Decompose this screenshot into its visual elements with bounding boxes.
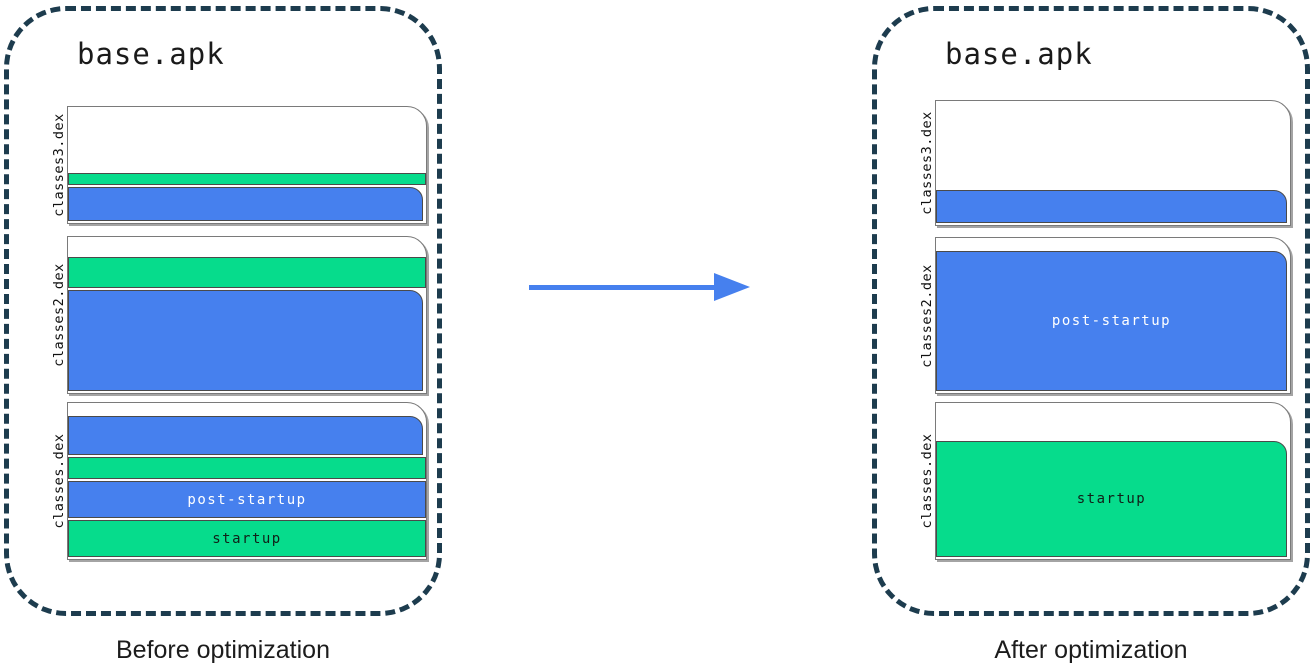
free-space-segment (68, 107, 426, 173)
file-name-label: classes3.dex (51, 113, 67, 217)
free-space-segment (936, 403, 1290, 441)
startup-code-segment (68, 257, 426, 288)
file-name-label: classes.dex (919, 433, 935, 529)
after-caption: After optimization (994, 636, 1188, 664)
file-classes3-dex: classes3.dex (51, 106, 427, 224)
dex-page: startup (935, 402, 1291, 560)
free-space-segment (936, 238, 1290, 251)
free-space-segment (936, 101, 1290, 190)
apk-title: base.apk (77, 37, 225, 71)
optimization-arrow (529, 273, 750, 302)
arrow-line (529, 285, 717, 290)
before-panel: base.apk classes3.dex classes2.dex class… (4, 6, 442, 616)
file-classes2-dex: classes2.dex post-startup (919, 237, 1291, 394)
after-panel: base.apk classes3.dex classes2.dex post-… (872, 6, 1310, 616)
dex-page: post-startup (935, 237, 1291, 394)
arrow-head-icon (714, 273, 750, 301)
file-name-label: classes2.dex (51, 263, 67, 367)
before-caption: Before optimization (115, 636, 330, 664)
file-classes2-dex: classes2.dex (51, 236, 427, 394)
post-startup-code-segment (936, 190, 1287, 223)
file-name-label: classes3.dex (919, 111, 935, 215)
file-classes-dex: classes.dex post-startup startup (51, 402, 427, 560)
startup-code-segment (68, 457, 426, 479)
startup-code-segment: startup (68, 520, 426, 557)
post-startup-code-segment (68, 187, 423, 221)
file-name-label: classes.dex (51, 433, 67, 529)
dex-page: post-startup startup (67, 402, 427, 560)
file-name-label: classes2.dex (919, 263, 935, 368)
file-classes-dex: classes.dex startup (919, 402, 1291, 560)
post-startup-code-segment (68, 290, 423, 391)
file-classes3-dex: classes3.dex (919, 100, 1291, 226)
startup-code-segment (68, 173, 426, 185)
apk-title: base.apk (945, 37, 1093, 71)
free-space-segment (68, 403, 426, 416)
startup-code-segment: startup (936, 441, 1287, 557)
free-space-segment (68, 237, 426, 257)
post-startup-code-segment: post-startup (68, 481, 426, 518)
dex-page (67, 236, 427, 394)
dex-page (67, 106, 427, 224)
post-startup-code-segment (68, 416, 423, 455)
post-startup-code-segment: post-startup (936, 251, 1287, 391)
dex-page (935, 100, 1291, 226)
